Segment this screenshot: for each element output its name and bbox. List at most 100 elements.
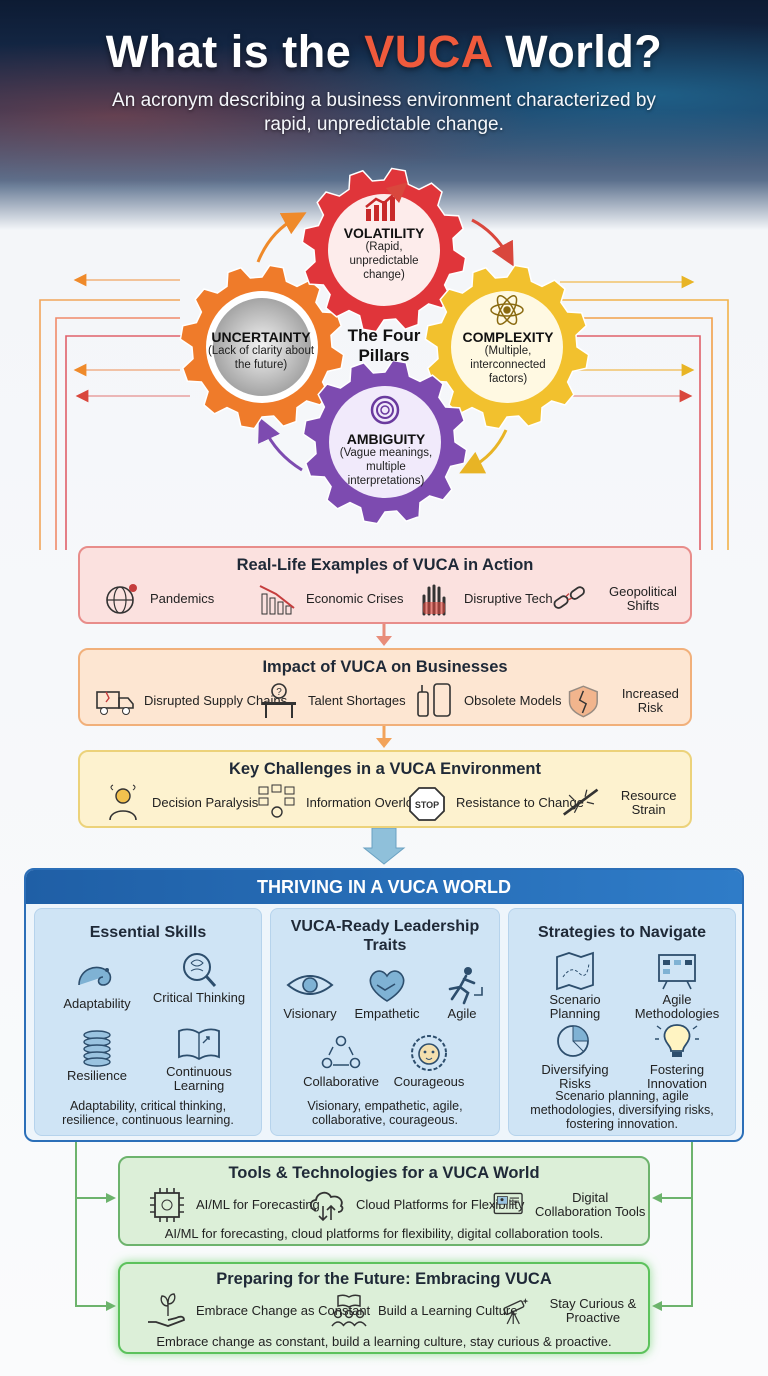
trait-empathetic: Empathetic (347, 965, 427, 1021)
impact-band: Impact of VUCA on Businesses Disrupted S… (78, 648, 692, 726)
cycle-arrow-1 (256, 212, 307, 263)
lion-icon (411, 1035, 447, 1071)
brain-magnifier-icon (183, 953, 217, 988)
strategy-diversifying-risks: Diversifying Risks (527, 1021, 623, 1091)
strategy-fostering-innovation: Fostering Innovation (629, 1021, 725, 1091)
traits-column: VUCA-Ready Leadership Traits Visionary E… (270, 908, 500, 1136)
map-icon (556, 951, 594, 991)
lightbulb-icon (655, 1024, 699, 1057)
impact-increased-risk: Increased Risk (564, 682, 690, 720)
challenge-resistance-to-change: STOP Resistance to Change (406, 784, 584, 822)
globe-virus-icon (106, 584, 137, 614)
challenges-band: Key Challenges in a VUCA Environment Dec… (78, 750, 692, 828)
pillar-uncertainty: UNCERTAINTY (Lack of clarity about the f… (207, 329, 315, 371)
gear-ambiguity-face (329, 386, 441, 498)
future-embrace-change: Embrace Change as Constant (146, 1292, 370, 1330)
challenge-information-overload: Information Overload (256, 784, 427, 822)
traits-title: VUCA-Ready Leadership Traits (290, 918, 480, 954)
strategies-column: Strategies to Navigate Scenario Planning… (508, 908, 736, 1136)
tools-title: Tools & Technologies for a VUCA World (228, 1164, 540, 1182)
trait-collaborative: Collaborative (299, 1033, 383, 1089)
chameleon-icon (78, 966, 112, 986)
open-book-icon (178, 1028, 220, 1061)
examples-title: Real-Life Examples of VUCA in Action (236, 556, 534, 574)
example-geopolitical-shifts: Geopolitical Shifts (550, 580, 690, 618)
challenge-decision-paralysis: Decision Paralysis (102, 784, 258, 822)
thriving-panel: THRIVING IN A VUCA WORLD Essential Skill… (24, 868, 744, 1142)
telescope-icon (503, 1298, 529, 1325)
eye-icon (286, 975, 334, 995)
future-summary: Embrace change as constant, build a lear… (156, 1334, 612, 1349)
impact-obsolete-models: Obsolete Models (414, 682, 562, 720)
kanban-board-icon (658, 954, 696, 990)
running-person-icon (448, 967, 483, 1005)
thriving-title: THRIVING IN A VUCA WORLD (26, 870, 742, 904)
video-call-icon (493, 1192, 523, 1215)
future-learning-culture: Build a Learning Culture (328, 1292, 517, 1330)
pie-chart-icon (557, 1025, 589, 1057)
cloud-sync-icon (309, 1191, 344, 1222)
impact-talent-shortages: ? Talent Shortages (258, 682, 406, 720)
cracked-shield-icon (568, 685, 598, 718)
skills-summary: Adaptability, critical thinking, resilie… (62, 1099, 234, 1127)
skills-column: Essential Skills Adaptability Critical T… (34, 908, 262, 1136)
falling-chart-icon (259, 585, 295, 615)
impact-title: Impact of VUCA on Businesses (262, 658, 508, 676)
confused-person-icon (109, 784, 137, 821)
four-pillars-diagram (39, 167, 729, 550)
center-label: The Four Pillars (347, 326, 421, 365)
challenges-title: Key Challenges in a VUCA Environment (228, 760, 542, 778)
people-book-icon (331, 1294, 367, 1327)
svg-text:?: ? (276, 687, 282, 698)
strategy-scenario-planning: Scenario Planning (527, 951, 623, 1021)
old-phone-icon (417, 683, 451, 717)
tools-summary: AI/ML for forecasting, cloud platforms f… (164, 1226, 604, 1241)
gear-volatility-face (328, 194, 440, 306)
heart-handshake-icon (369, 970, 405, 1002)
hero-header (0, 0, 768, 210)
trait-agile: Agile (425, 965, 499, 1021)
atom-network-icon (490, 295, 524, 325)
hand-sprout-icon (148, 1293, 185, 1327)
left-flow-lines (39, 273, 190, 550)
gear-volatility (301, 167, 467, 333)
tools-band: Tools & Technologies for a VUCA World AI… (118, 1156, 650, 1246)
cycle-arrow-4 (258, 417, 303, 472)
impact-disrupted-supply: Disrupted Supply Chains (94, 682, 287, 720)
example-economic-crises: Economic Crises (256, 580, 404, 618)
robot-hand-icon (422, 584, 446, 616)
gear-complexity-face (451, 291, 563, 403)
cycle-arrow-2 (471, 218, 514, 267)
swirl-icon (370, 395, 400, 425)
strategy-agile-methodologies: Agile Methodologies (629, 951, 725, 1021)
gear-complexity (424, 264, 590, 430)
future-band: Preparing for the Future: Embracing VUCA… (118, 1262, 650, 1354)
pillar-ambiguity: AMBIGUITY (Vague meanings, multiple inte… (339, 431, 433, 487)
example-pandemics: Pandemics (100, 580, 214, 618)
rising-chart-icon (365, 182, 408, 221)
pillar-complexity: COMPLEXITY (Multiple, interconnected fac… (462, 329, 554, 385)
future-stay-curious: Stay Curious & Proactive (498, 1292, 648, 1330)
examples-band: Real-Life Examples of VUCA in Action Pan… (78, 546, 692, 624)
traits-summary: Visionary, empathetic, agile, collaborat… (307, 1099, 463, 1127)
skill-continuous-learning: Continuous Learning (151, 1023, 247, 1093)
strategies-summary: Scenario planning, agile methodologies, … (530, 1089, 714, 1131)
page-title: What is the VUCA World? (105, 26, 663, 77)
tool-digital-collaboration: Digital Collaboration Tools (492, 1186, 648, 1224)
cycle-arrow-3 (459, 429, 508, 474)
example-disruptive-tech: Disruptive Tech (414, 580, 553, 618)
ai-chip-icon (150, 1188, 184, 1222)
info-overload-icon (258, 784, 295, 818)
future-title: Preparing for the Future: Embracing VUCA (216, 1270, 552, 1288)
spring-coil-icon (83, 1030, 111, 1067)
gear-ambiguity (302, 359, 468, 525)
trait-visionary: Visionary (273, 965, 347, 1021)
broken-truck-icon (96, 691, 134, 715)
team-icon (321, 1035, 361, 1069)
tool-cloud-platforms: Cloud Platforms for Flexibility (306, 1186, 524, 1224)
fog-icon (213, 298, 311, 396)
strategies-title: Strategies to Navigate (537, 924, 707, 941)
svg-text:STOP: STOP (415, 800, 439, 810)
skill-adaptability: Adaptability (49, 955, 145, 1011)
tool-ai-ml: AI/ML for Forecasting (146, 1186, 320, 1224)
